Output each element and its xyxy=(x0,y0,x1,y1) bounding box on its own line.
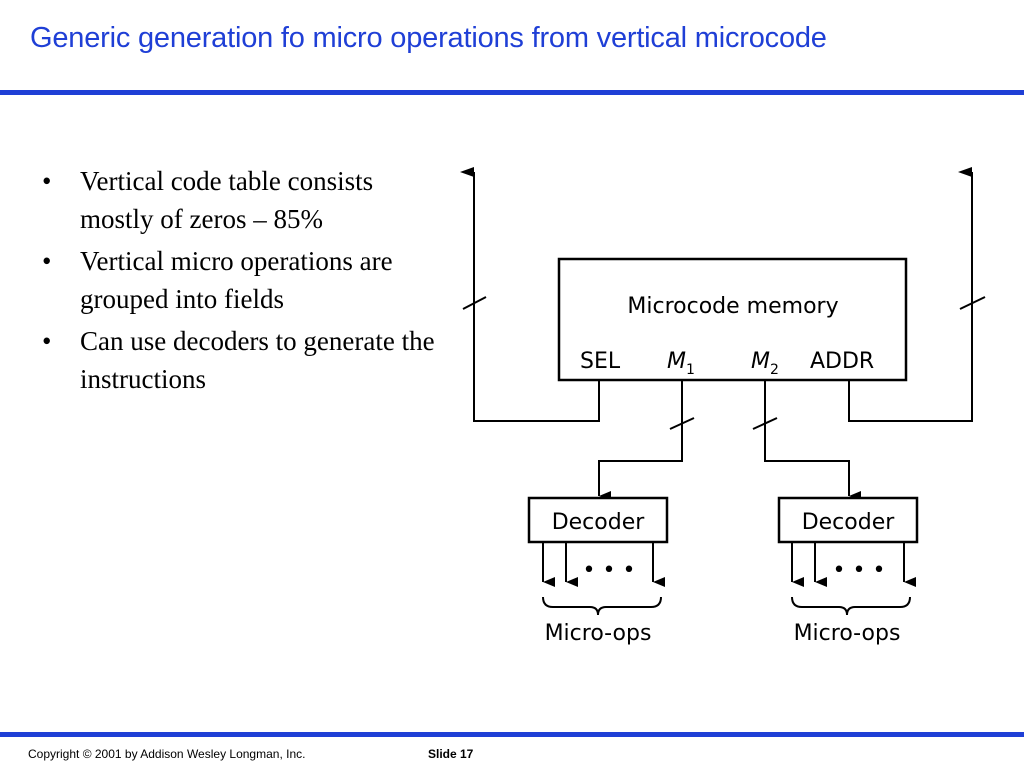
field-m2-label: M2 xyxy=(751,349,779,378)
decoder-right-box xyxy=(777,496,919,544)
decoder-left-brace xyxy=(542,596,662,616)
field-m1-label: M1 xyxy=(667,349,695,378)
decoder-right-label: Decoder xyxy=(802,510,896,535)
bullet-text: Vertical micro operations are grouped in… xyxy=(80,246,393,314)
bullet-text: Vertical code table consists mostly of z… xyxy=(80,166,374,234)
microcode-memory-label: Microcode memory xyxy=(627,294,838,319)
bullet-text: Can use decoders to generate the instruc… xyxy=(80,326,435,394)
m1-bus-slash xyxy=(669,417,695,430)
field-m2-subscript: 2 xyxy=(770,362,779,378)
field-m1-letter: M xyxy=(667,349,686,374)
bullet-item: • Vertical micro operations are grouped … xyxy=(40,242,450,318)
field-addr-label: ADDR xyxy=(810,349,874,374)
bullet-marker: • xyxy=(42,326,52,356)
decoder-right-ellipsis: • • • xyxy=(833,558,886,583)
addr-feedback-line xyxy=(848,167,973,422)
slide-title: Generic generation fo micro operations f… xyxy=(30,22,827,54)
bullet-item: • Vertical code table consists mostly of… xyxy=(40,162,450,238)
decoder-left-label: Decoder xyxy=(552,510,646,535)
m1-to-decoder-line xyxy=(598,380,683,501)
decoder-left-box xyxy=(527,496,669,544)
addr-bus-slash xyxy=(959,296,986,310)
bullet-list: • Vertical code table consists mostly of… xyxy=(40,162,450,402)
sel-bus-slash xyxy=(462,296,487,310)
decoder-left-ellipsis: • • • xyxy=(583,558,636,583)
field-sel-label: SEL xyxy=(580,349,621,374)
sel-feedback-line xyxy=(460,167,600,422)
footer-copyright: Copyright © 2001 by Addison Wesley Longm… xyxy=(28,747,306,761)
field-m2-letter: M xyxy=(751,349,770,374)
microcode-memory-box xyxy=(557,257,908,382)
bullet-marker: • xyxy=(42,246,52,276)
footer-divider xyxy=(0,732,1024,737)
field-m1-subscript: 1 xyxy=(686,362,695,378)
bullet-marker: • xyxy=(42,166,52,196)
m2-to-decoder-line xyxy=(764,380,861,501)
m2-bus-slash xyxy=(752,417,778,430)
bullet-item: • Can use decoders to generate the instr… xyxy=(40,322,450,398)
microops-left-label: Micro-ops xyxy=(545,621,652,646)
title-divider xyxy=(0,90,1024,95)
microops-right-label: Micro-ops xyxy=(794,621,901,646)
decoder-right-brace xyxy=(791,596,911,616)
footer-slide-number: Slide 17 xyxy=(428,747,474,761)
